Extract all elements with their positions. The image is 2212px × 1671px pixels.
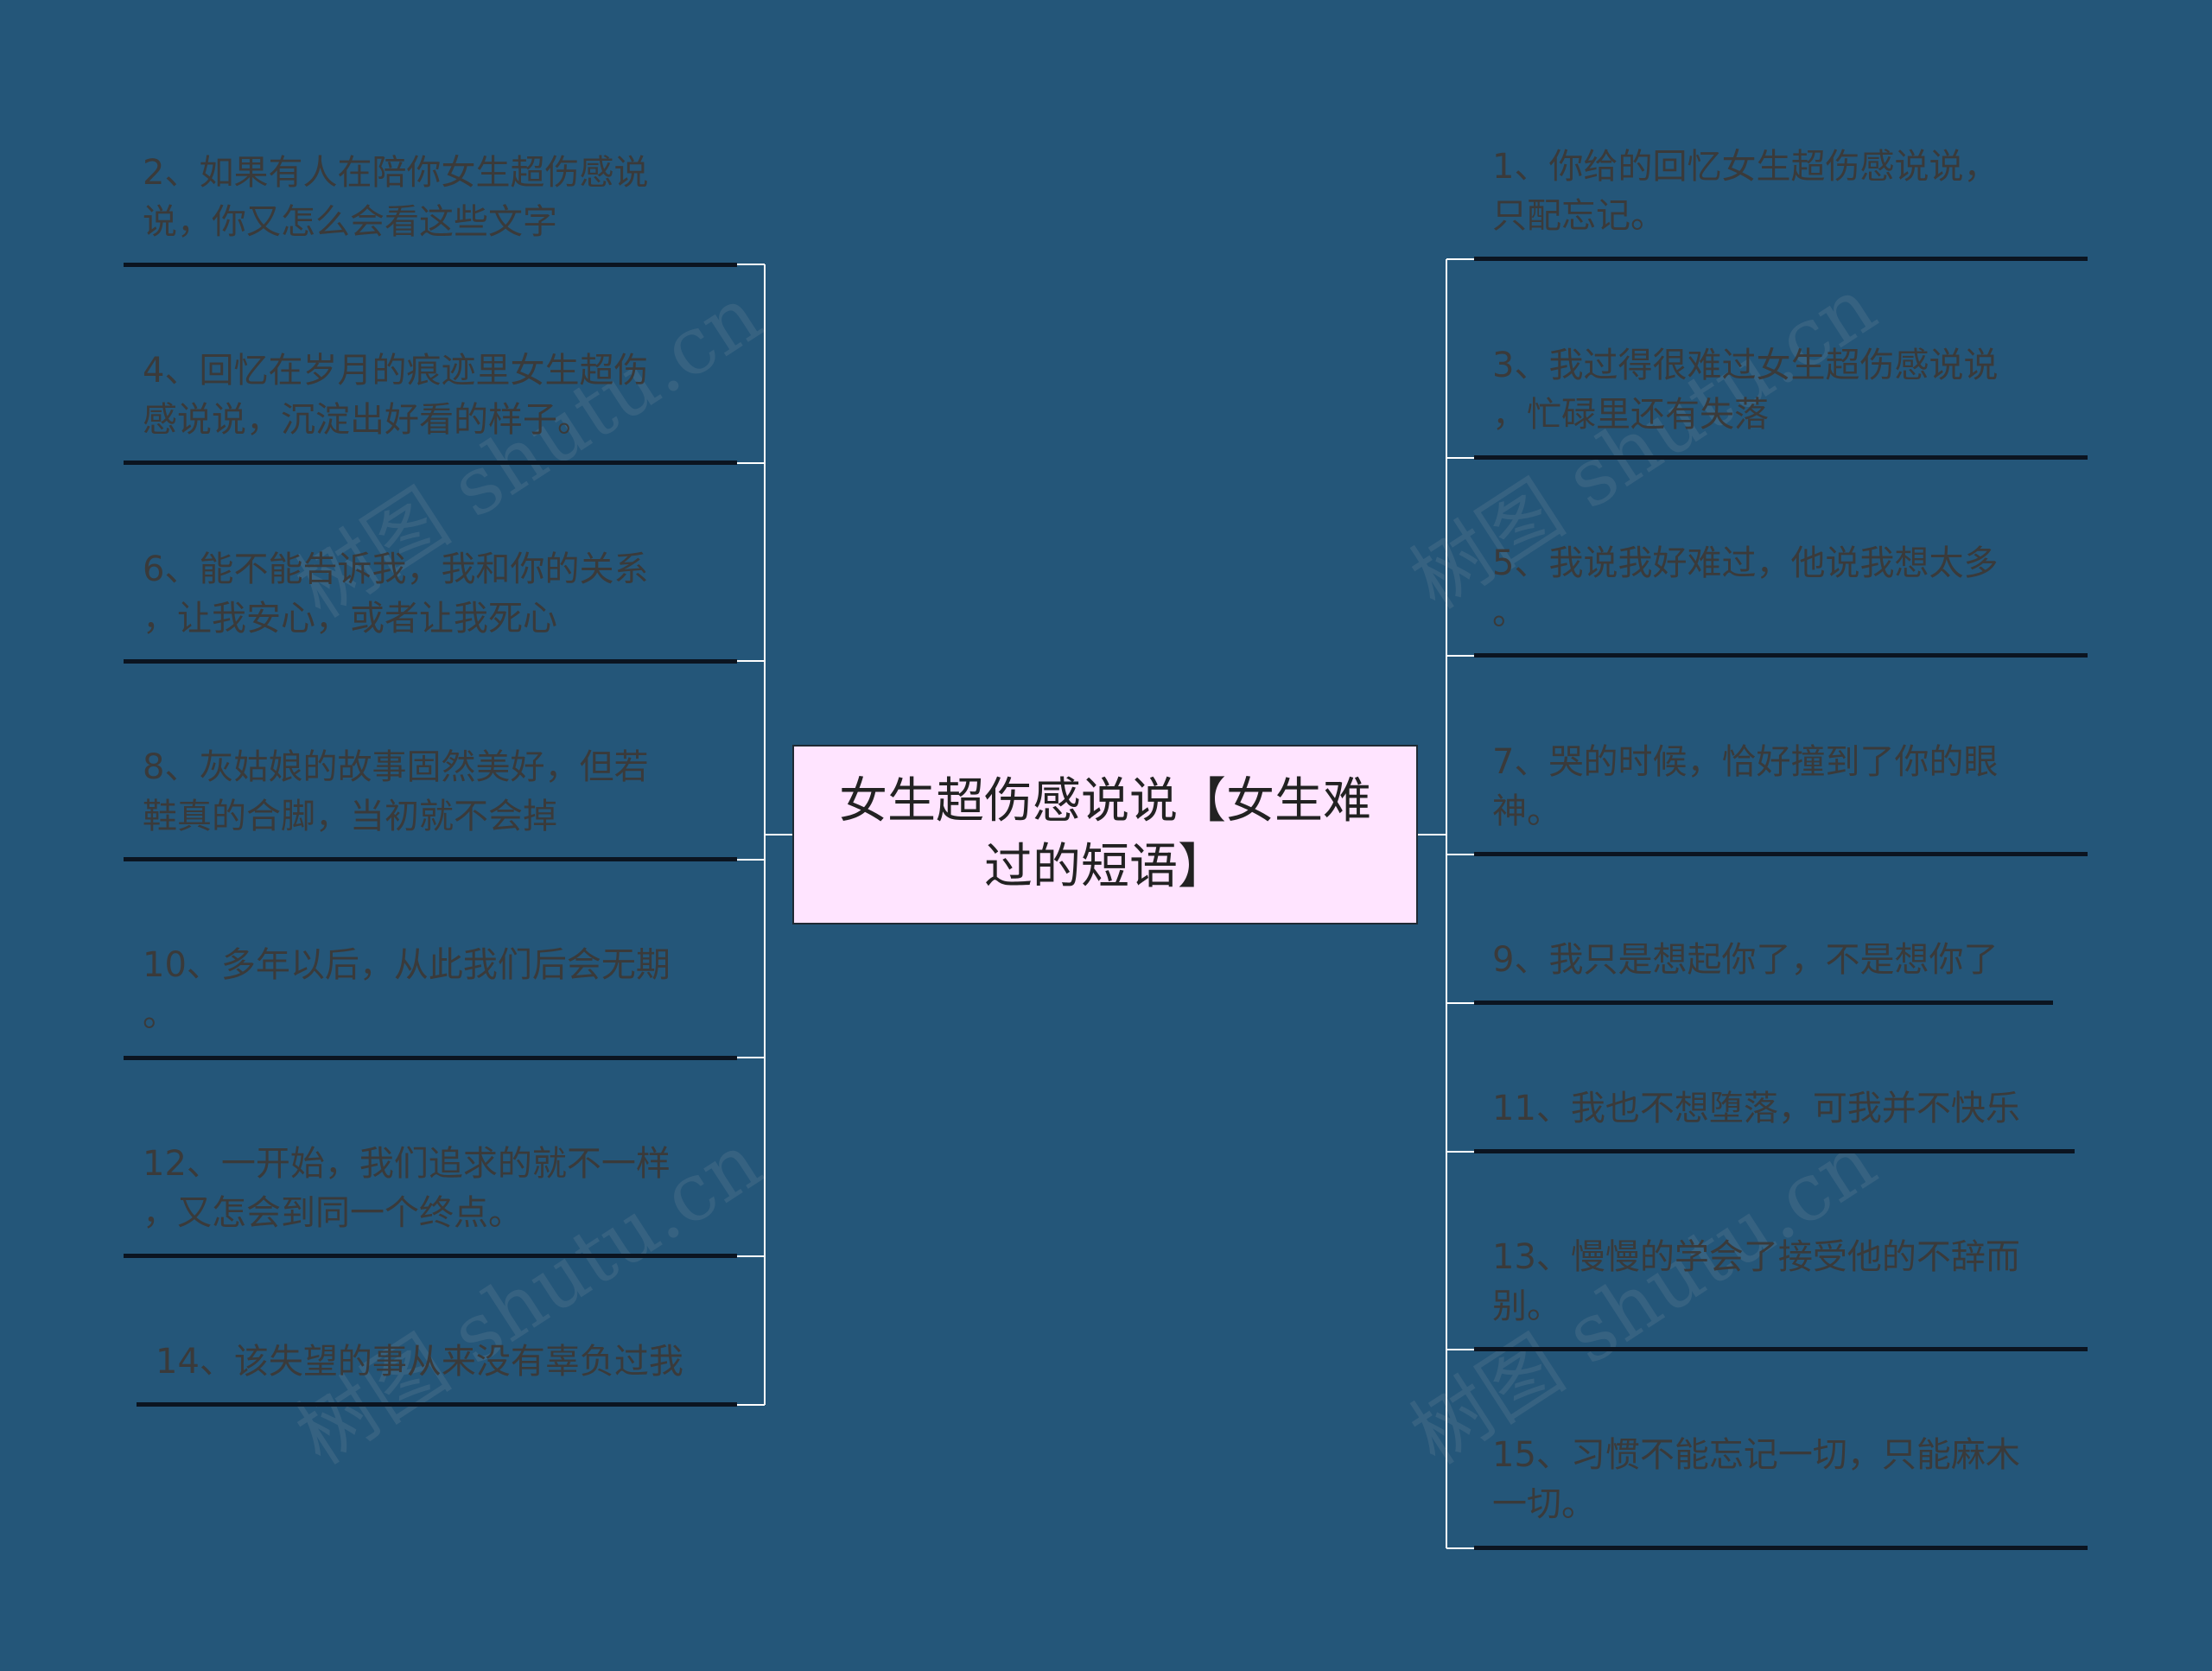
topic-node-right-4[interactable]: 7、哭的时候，恰好撞到了你的眼 神。 <box>1492 742 1999 831</box>
topic-underline <box>124 1056 737 1060</box>
topic-node-right-6[interactable]: 11、我也不想堕落，可我并不快乐 <box>1492 1089 2020 1128</box>
topic-underline <box>1474 257 2088 261</box>
topic-underline <box>124 461 737 465</box>
topic-underline <box>124 1254 737 1258</box>
topic-underline <box>1474 1001 2053 1005</box>
topic-underline <box>1474 1149 2075 1153</box>
topic-node-left-3[interactable]: 6、能不能告诉我，我和你的关系 ，让我安心，或者让我死心 <box>143 550 649 639</box>
topic-node-right-1[interactable]: 1、你给的回忆女生超伤感说说， 只配忘记。 <box>1492 147 1999 236</box>
topic-node-left-7[interactable]: 14、该失望的事从来没有辜负过我 <box>156 1342 683 1382</box>
topic-node-left-6[interactable]: 12、一开始，我们追求的就不一样 ，又怎会到同一个终点。 <box>143 1144 671 1233</box>
topic-underline <box>1474 852 2088 856</box>
topic-node-left-4[interactable]: 8、灰姑娘的故事固然美好，但若 鞋真的合脚，当初就不会掉 <box>143 747 649 836</box>
topic-underline <box>1474 1347 2088 1351</box>
topic-node-right-8[interactable]: 15、习惯不能忘记一切，只能麻木 一切。 <box>1492 1435 2020 1524</box>
topic-node-right-5[interactable]: 9、我只是想起你了，不是想你了 <box>1492 940 1999 980</box>
topic-underline <box>124 263 737 267</box>
topic-node-right-3[interactable]: 5、我说我好难过，他说我想太多 。 <box>1492 543 1999 632</box>
topic-underline <box>1474 653 2088 658</box>
topic-underline <box>124 659 737 664</box>
central-topic-title: 女生超伤感说说【女生难过的短语】 <box>839 773 1371 895</box>
topic-node-right-7[interactable]: 13、慢慢的学会了接受他的不辞而 别。 <box>1492 1237 2020 1326</box>
topic-node-left-1[interactable]: 2、如果有人在陪你女生超伤感说 说，你又怎么会看这些文字 <box>143 153 649 242</box>
topic-node-right-2[interactable]: 3、我过得很难过女生超伤感说说 ，忙碌里还有失落 <box>1492 346 1999 435</box>
topic-node-left-5[interactable]: 10、多年以后，从此我们后会无期 。 <box>143 945 671 1034</box>
topic-underline <box>1474 455 2088 460</box>
central-topic-node[interactable]: 女生超伤感说说【女生难过的短语】 <box>792 745 1418 924</box>
topic-underline <box>1474 1546 2088 1550</box>
topic-underline <box>137 1402 737 1407</box>
topic-node-left-2[interactable]: 4、回忆在岁月的痕迹里女生超伤 感说说，沉淀出好看的样子。 <box>143 351 649 440</box>
topic-underline <box>124 857 737 861</box>
